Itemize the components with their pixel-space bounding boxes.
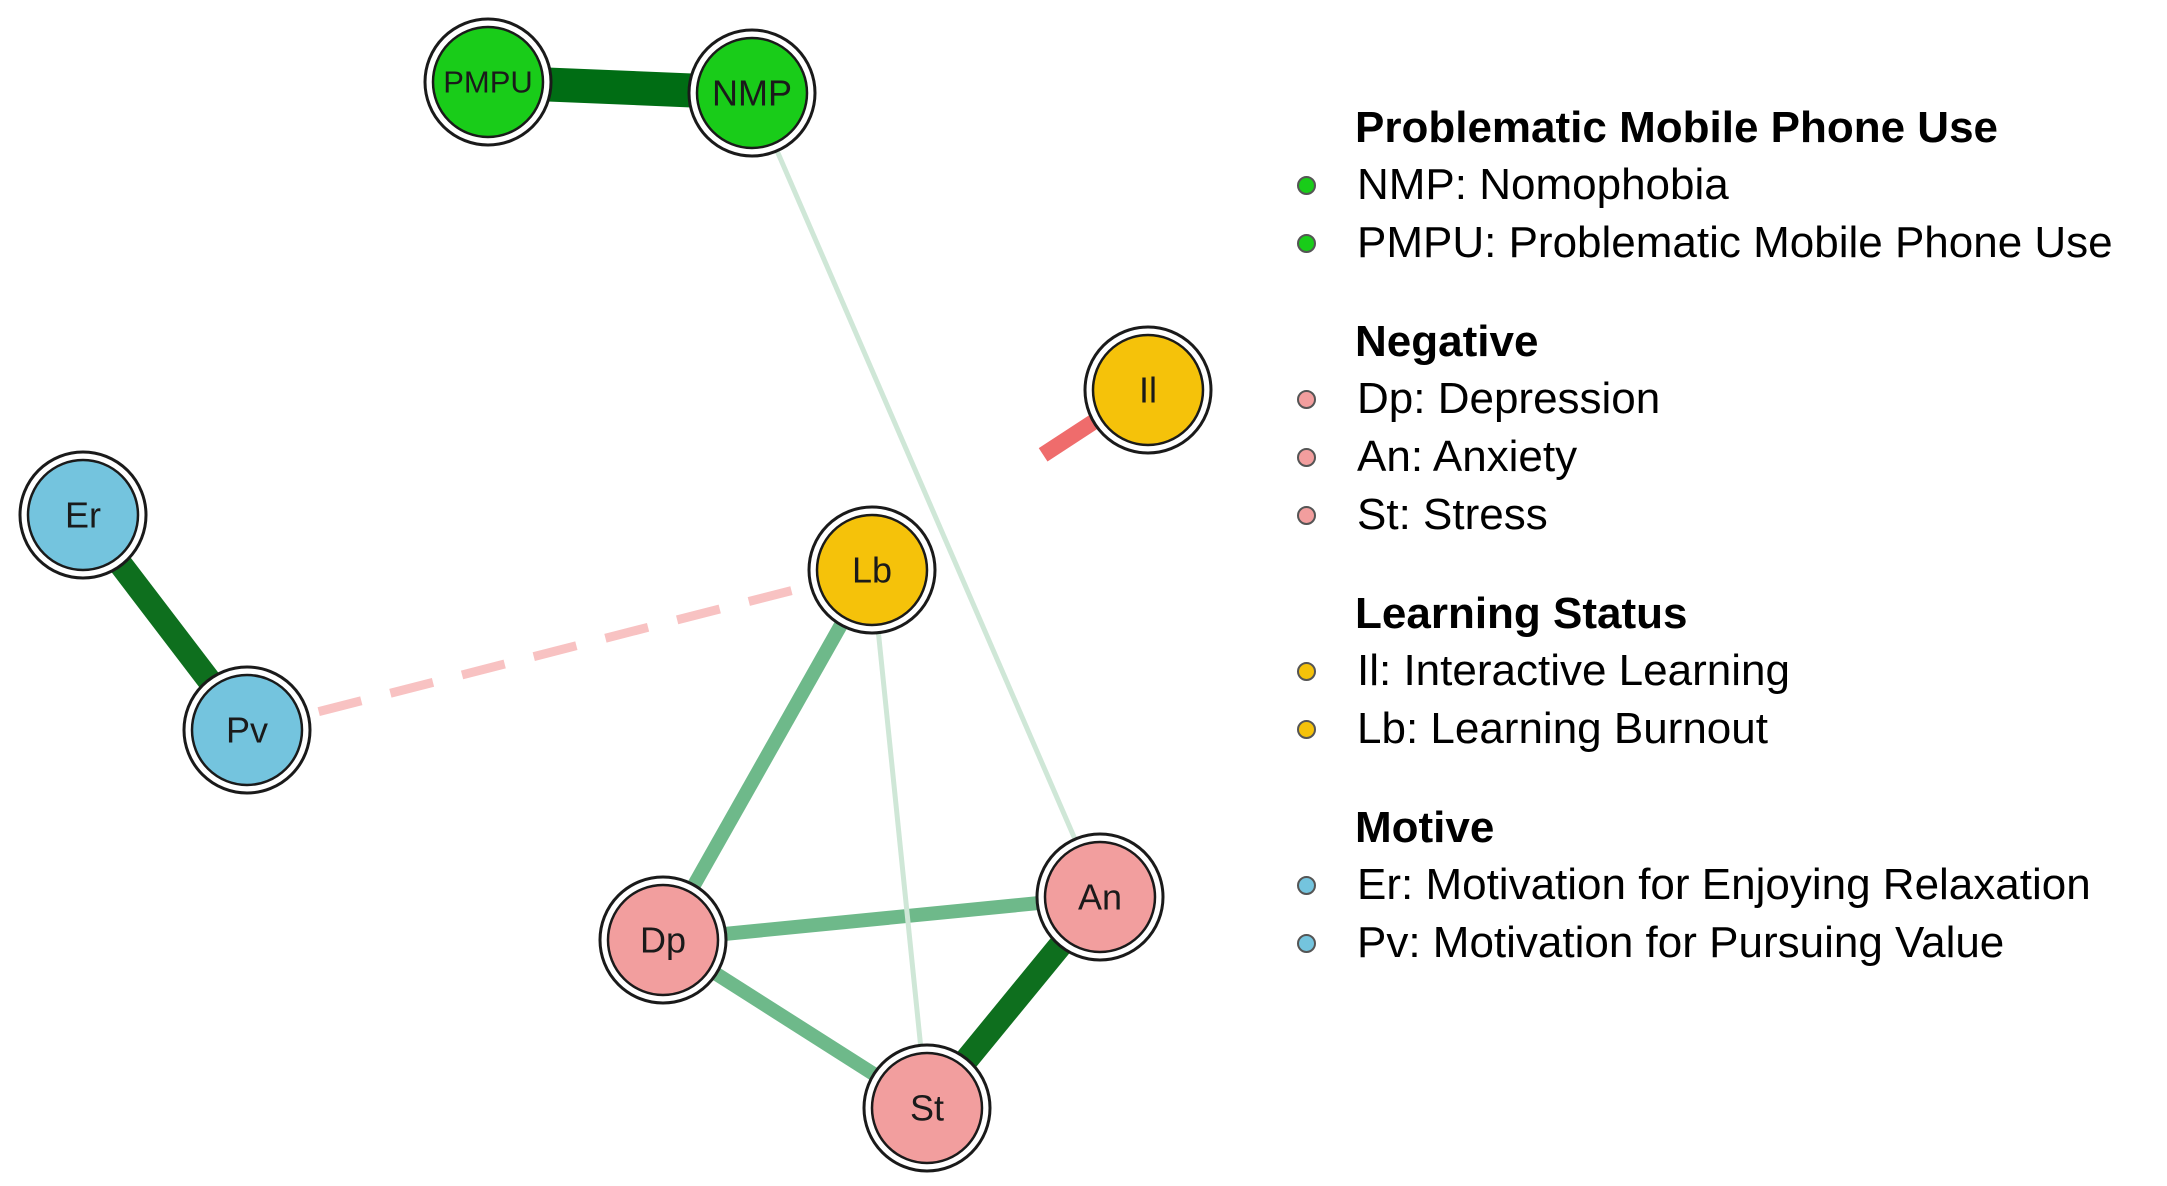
legend-item: NMP: Nomophobia: [1285, 156, 2165, 214]
legend-dot-icon: [1297, 933, 1316, 953]
node-label: Lb: [852, 550, 892, 591]
node-circle: [606, 883, 720, 997]
legend-item: Er: Motivation for Enjoying Relaxation: [1285, 856, 2165, 914]
node-label: Il: [1139, 370, 1157, 411]
legend-item-label: PMPU: Problematic Mobile Phone Use: [1357, 218, 2113, 267]
node-circle: [26, 458, 140, 572]
legend-item: Lb: Learning Burnout: [1285, 700, 2165, 758]
legend-item-label: Er: Motivation for Enjoying Relaxation: [1357, 860, 2091, 909]
legend-item-label: Lb: Learning Burnout: [1357, 704, 1768, 753]
legend-item: Dp: Depression: [1285, 370, 2165, 428]
edge-pv-lb: [245, 565, 874, 735]
legend-item-label: Il: Interactive Learning: [1357, 646, 1790, 695]
node-pmpu: PMPU: [423, 17, 553, 147]
node-circle: [431, 25, 545, 139]
node-circle: [1091, 333, 1205, 447]
legend-dot-icon: [1297, 661, 1316, 681]
legend-item: PMPU: Problematic Mobile Phone Use: [1285, 214, 2165, 272]
legend-dot-icon: [1297, 505, 1316, 525]
node-label: Pv: [226, 710, 268, 751]
node-label: An: [1078, 877, 1122, 918]
legend-item-label: An: Anxiety: [1357, 432, 1578, 481]
node-label: Dp: [640, 920, 686, 961]
node-st: St: [862, 1043, 992, 1173]
node-label: Er: [65, 495, 101, 536]
node-circle: [190, 673, 304, 787]
legend-dot-icon: [1297, 175, 1316, 195]
legend-item: An: Anxiety: [1285, 428, 2165, 486]
legend-item-label: St: Stress: [1357, 490, 1548, 539]
legend-dot-icon: [1297, 447, 1316, 467]
legend-item: Il: Interactive Learning: [1285, 642, 2165, 700]
legend-item: St: Stress: [1285, 486, 2165, 544]
legend-group-title: Problematic Mobile Phone Use: [1355, 103, 1999, 152]
node-il: Il: [1083, 325, 1213, 455]
edge-nmp-an: [749, 92, 1103, 898]
legend-dot-icon: [1297, 389, 1316, 409]
node-circle: [815, 513, 929, 627]
node-dp: Dp: [598, 875, 728, 1005]
edge-dp-an: [662, 890, 1101, 947]
legend-dot-icon: [1297, 719, 1316, 739]
node-er: Er: [18, 450, 148, 580]
legend-dot-icon: [1297, 233, 1316, 253]
legend-item: Pv: Motivation for Pursuing Value: [1285, 914, 2165, 972]
legend-item-label: Pv: Motivation for Pursuing Value: [1357, 918, 2005, 967]
edge-layer: [73, 65, 1114, 1116]
legend-group-title: Motive: [1355, 803, 1495, 852]
node-label: PMPU: [443, 65, 533, 100]
node-pv: Pv: [182, 665, 312, 795]
node-circle: [1043, 840, 1157, 954]
node-label: St: [910, 1088, 944, 1129]
node-circle: [870, 1051, 984, 1165]
node-lb: Lb: [807, 505, 937, 635]
legend-dot-icon: [1297, 875, 1316, 895]
node-label: NMP: [712, 73, 792, 114]
node-circle: [695, 36, 809, 150]
legend-item-label: NMP: Nomophobia: [1357, 160, 1729, 209]
node-an: An: [1035, 832, 1165, 962]
edge-lb-dp: [656, 566, 879, 944]
legend-group-title: Negative: [1355, 317, 1539, 366]
legend-group-title: Learning Status: [1355, 589, 1688, 638]
node-nmp: NMP: [687, 28, 817, 158]
edge-lb-st: [869, 569, 930, 1109]
legend-item-label: Dp: Depression: [1357, 374, 1661, 423]
